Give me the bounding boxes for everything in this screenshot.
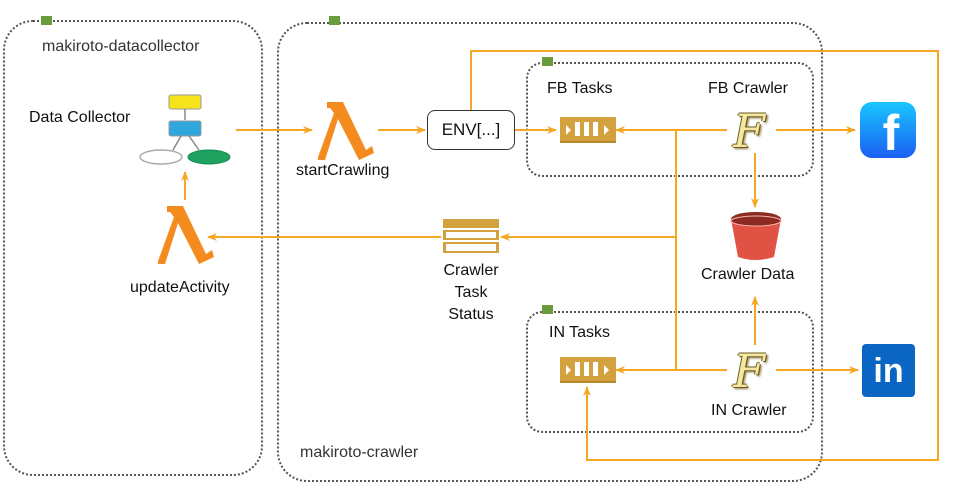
crawler-task-status-label: Crawler Task Status [432,260,510,326]
crawler-data-label: Crawler Data [701,266,795,283]
in-tasks-queue-icon [560,357,616,383]
group-tag-icon [41,16,52,25]
s3-bucket-icon [730,212,782,260]
fargate-icon: F [733,104,765,158]
step-functions-workflow-icon [139,94,231,165]
group-makiroto-datacollector [3,20,263,476]
group-tag-icon [542,305,553,314]
arrow-env-to-intasks [470,50,939,461]
facebook-icon: f [860,102,916,158]
group-tag-icon [329,16,340,25]
crawler-task-status-line: Task [454,284,488,301]
env-config-box: ENV[...] [427,110,515,150]
in-crawler-label: IN Crawler [711,402,787,419]
group-in [526,311,814,433]
fb-tasks-label: FB Tasks [547,80,613,97]
data-collector-label: Data Collector [29,109,131,126]
fb-tasks-queue-icon [560,117,616,143]
linkedin-icon: in [862,344,915,397]
fargate-icon: F [733,344,765,398]
crawler-task-status-line: Crawler [443,262,499,279]
group-label-crawler: makiroto-crawler [300,444,419,461]
fb-crawler-label: FB Crawler [708,80,789,97]
lambda-icon [318,102,374,160]
linkedin-glyph: in [873,351,904,390]
crawler-task-status-line: Status [448,306,494,323]
startcrawling-label: startCrawling [296,162,390,179]
updateactivity-label: updateActivity [130,279,230,296]
facebook-glyph: f [882,105,900,158]
group-makiroto-crawler [277,22,823,482]
group-fb [526,62,814,177]
group-tag-icon [542,57,553,66]
lambda-icon [158,206,214,264]
dynamodb-table-icon [443,219,499,254]
in-tasks-label: IN Tasks [549,324,611,341]
group-label-datacollector: makiroto-datacollector [42,38,200,55]
